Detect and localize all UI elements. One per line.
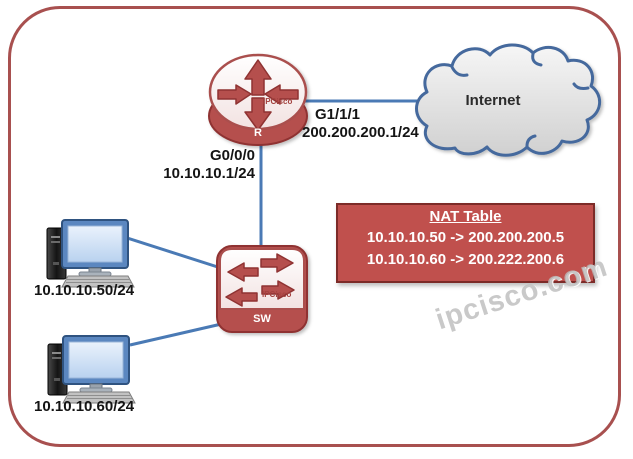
wan-interface-label: G1/1/1 [315,106,361,123]
arrow-right-bottom-icon [261,280,295,300]
switch-brand-label: IPCisco [262,290,292,299]
router-arrows [217,59,299,131]
router-name-label: R [254,127,262,139]
arrow-right-top-icon [260,253,294,273]
pc2-ip-label: 10.10.10.60/24 [34,398,135,415]
arrow-left-bottom-icon [225,287,258,307]
pc2-screen [68,341,124,379]
pc1-icon [46,219,135,288]
lan-ip-label: 10.10.10.1/24 [163,165,255,182]
nat-table-title: NAT Table [429,208,502,225]
nat-table: NAT Table 10.10.10.50 -> 200.200.200.5 1… [336,203,595,283]
cloud-bump-hooks [450,52,590,148]
switch-name-label: SW [253,313,271,325]
wan-ip-label: 200.200.200.1/24 [302,124,419,141]
internet-cloud-icon [415,43,601,157]
nat-table-row: 10.10.10.50 -> 200.200.200.5 [366,229,565,246]
arrow-inward-left-icon [217,84,252,105]
pc1-keyboard [61,275,135,288]
arrow-up-icon [244,59,272,96]
switch-icon [216,245,308,333]
internet-label: Internet [465,92,521,109]
nat-table-row: 10.10.10.60 -> 200.222.200.6 [366,251,565,268]
diagram-border [8,6,621,447]
switch-arrows [225,253,295,307]
router-brand-label: IPCisco [263,97,293,106]
lan-interface-label: G0/0/0 [209,147,255,164]
pc1-ip-label: 10.10.10.50/24 [34,282,135,299]
pc1-screen [67,225,123,263]
router-icon [208,53,308,146]
pc2-keyboard [62,391,136,404]
arrow-left-top-icon [227,262,259,282]
arrow-inward-right-icon [264,84,299,105]
arrow-down-icon [244,97,272,131]
pc2-icon [47,335,136,404]
